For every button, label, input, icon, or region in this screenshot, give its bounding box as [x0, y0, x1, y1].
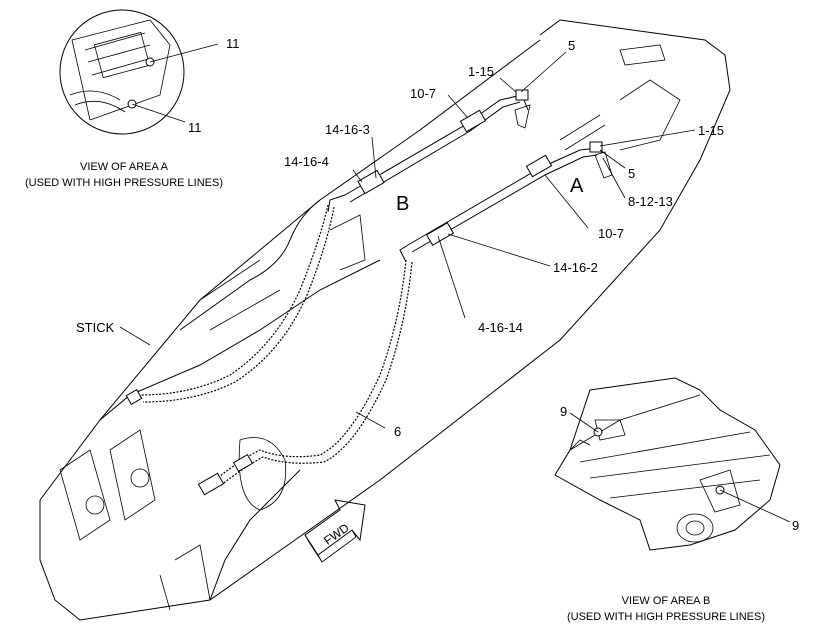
callout-14-16-3: 14-16-3 — [325, 122, 370, 137]
caption-area-a-title: VIEW OF AREA A — [80, 161, 169, 173]
callout-10-7-upper: 10-7 — [410, 86, 436, 101]
upper-tube-line — [327, 89, 531, 213]
callout-1-15-lower: 1-15 — [698, 123, 724, 138]
callout-11-lower: 11 — [188, 120, 202, 135]
callout-5-upper: 5 — [568, 38, 575, 53]
area-a-marker: A — [570, 175, 584, 197]
callout-5-lower: 5 — [628, 166, 635, 181]
clamp-10-7-upper — [459, 109, 487, 133]
clamp-14-16-2 — [425, 222, 455, 246]
hose-6 — [214, 259, 407, 481]
callout-14-16-2: 14-16-2 — [553, 260, 598, 275]
stick-body — [39, 19, 731, 621]
fitting-1-15-upper — [515, 89, 529, 101]
clamp-14-16-3 — [357, 169, 385, 195]
callout-4-16-14: 4-16-14 — [478, 320, 523, 335]
detail-view-area-b — [554, 377, 791, 551]
leader-lines — [119, 51, 696, 429]
callout-6: 6 — [394, 424, 401, 439]
lower-tube-line — [399, 141, 613, 263]
callout-1-15-upper: 1-15 — [468, 64, 494, 79]
callout-10-7-lower: 10-7 — [598, 226, 624, 241]
hoses — [125, 204, 413, 496]
clamp-10-7-lower — [525, 154, 553, 178]
caption-area-b-note: (USED WITH HIGH PRESSURE LINES) — [567, 611, 765, 623]
callout-8-12-13: 8-12-13 — [628, 194, 673, 209]
caption-area-a-note: (USED WITH HIGH PRESSURE LINES) — [25, 177, 223, 189]
stick-label: STICK — [76, 320, 115, 335]
callout-9-lower: 9 — [792, 518, 799, 533]
callout-11-upper: 11 — [226, 36, 240, 51]
hose-upper — [139, 204, 329, 396]
fitting-1-15-lower — [589, 141, 603, 153]
detail-view-area-a — [59, 9, 219, 135]
caption-area-b-title: VIEW OF AREA B — [622, 595, 711, 607]
fwd-arrow-icon: FWD — [304, 499, 366, 563]
captions: VIEW OF AREA A (USED WITH HIGH PRESSURE … — [25, 161, 765, 623]
callout-labels: 11 11 5 1-15 10-7 14-16-3 14-16-4 B A 1-… — [76, 36, 799, 533]
callout-14-16-4: 14-16-4 — [284, 154, 329, 169]
area-b-marker: B — [396, 193, 409, 215]
callout-9-upper: 9 — [560, 404, 567, 419]
